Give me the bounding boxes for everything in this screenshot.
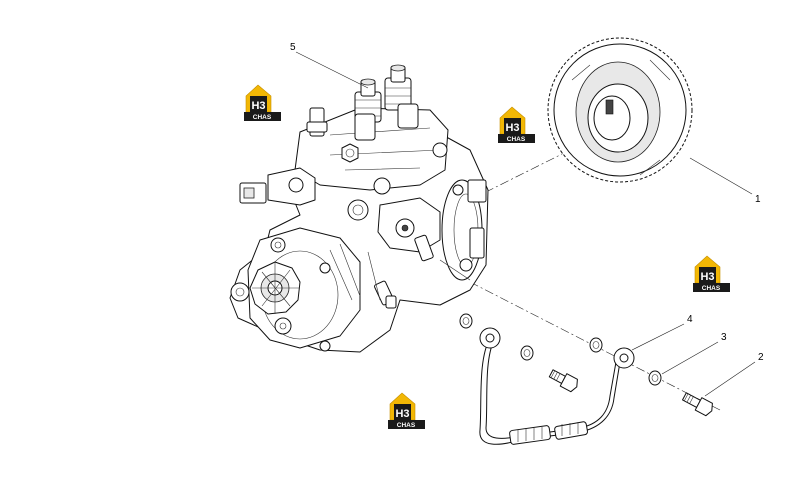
watermark-logo: H3 CHAS <box>497 106 536 144</box>
watermark-logo: H3 CHAS <box>692 255 731 293</box>
svg-text:CHAS: CHAS <box>253 114 272 121</box>
pump-drive-gear <box>547 37 693 183</box>
fuel-line <box>479 327 635 445</box>
svg-text:H3: H3 <box>395 408 409 420</box>
leader-line-1 <box>689 157 753 195</box>
callout-1: 1 <box>755 194 761 205</box>
leader-line-4 <box>631 323 685 351</box>
watermark-logo: H3 CHAS <box>387 392 426 430</box>
svg-text:H3: H3 <box>251 100 265 112</box>
sealing-washers <box>459 313 662 386</box>
pump-hex-nut <box>341 143 359 163</box>
callout-2: 2 <box>758 352 764 363</box>
watermark-logo: H3 CHAS <box>243 84 282 122</box>
delivery-valve-front <box>354 103 419 141</box>
callout-5: 5 <box>290 42 296 53</box>
svg-text:H3: H3 <box>700 271 714 283</box>
svg-text:CHAS: CHAS <box>702 285 721 292</box>
leader-line-2 <box>704 361 756 397</box>
gear-pump-cover <box>230 237 301 335</box>
svg-text:CHAS: CHAS <box>507 136 526 143</box>
banjo-bolts <box>548 369 713 417</box>
fuel-injection-pump <box>229 64 489 353</box>
pump-side-fitting <box>239 107 328 206</box>
svg-text:CHAS: CHAS <box>397 422 416 429</box>
callout-3: 3 <box>721 332 727 343</box>
svg-text:H3: H3 <box>505 122 519 134</box>
leader-line-3 <box>661 341 719 375</box>
leader-line-5 <box>295 51 369 89</box>
callout-4: 4 <box>687 314 693 325</box>
delivery-valve-right <box>384 64 412 111</box>
